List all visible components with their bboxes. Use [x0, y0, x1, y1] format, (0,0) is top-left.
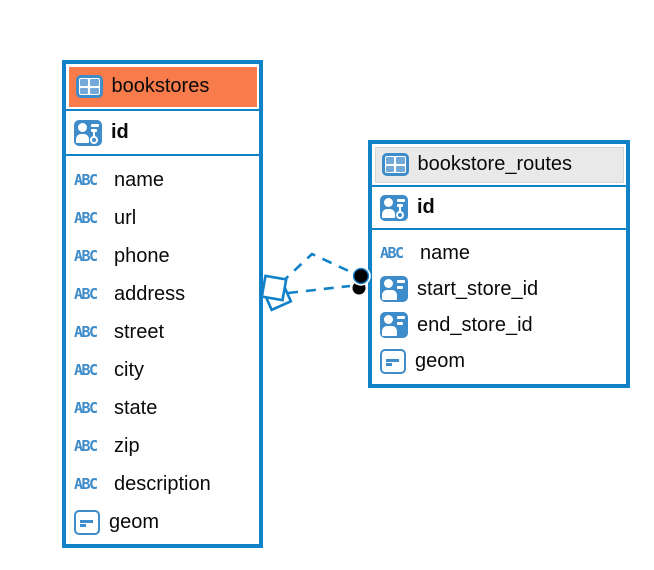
foreign-key-person-icon — [380, 276, 408, 302]
table-header-wrap: bookstores — [66, 64, 259, 111]
table-header-bookstores[interactable]: bookstores — [68, 66, 257, 107]
table-header-bookstore-routes[interactable]: bookstore_routes — [374, 146, 624, 183]
one-dot-marker-front — [352, 267, 370, 285]
column-row-start-store-id[interactable]: start_store_id — [372, 271, 626, 307]
column-row-phone[interactable]: ABC phone — [66, 237, 259, 275]
many-diamond-marker-back — [261, 280, 293, 312]
column-row-zip[interactable]: ABC zip — [66, 427, 259, 465]
primary-key-icon — [380, 194, 408, 221]
primary-key-icon — [74, 119, 102, 146]
column-label: end_store_id — [417, 313, 533, 336]
column-label: id — [417, 196, 435, 218]
text-type-icon: ABC — [380, 244, 404, 262]
column-label: description — [114, 472, 211, 495]
column-label: name — [114, 168, 165, 191]
column-label: geom — [415, 349, 466, 372]
text-type-icon: ABC — [74, 171, 98, 189]
text-type-icon: ABC — [74, 285, 98, 303]
text-type-icon: ABC — [74, 475, 98, 493]
column-label: name — [420, 241, 471, 264]
column-list: ABC name ABC url ABC phone ABC address A… — [66, 156, 259, 547]
column-label: phone — [114, 244, 170, 267]
text-type-icon: ABC — [74, 247, 98, 265]
table-header-wrap: bookstore_routes — [372, 144, 626, 187]
column-list: ABC name start_store_id end_store_id geo… — [372, 230, 626, 385]
many-diamond-marker-front — [260, 274, 288, 302]
column-label: zip — [114, 434, 140, 457]
column-label: geom — [109, 510, 160, 533]
column-row-id[interactable]: id — [66, 111, 259, 156]
column-row-id[interactable]: id — [372, 187, 626, 230]
table-icon — [381, 153, 409, 176]
column-row-state[interactable]: ABC state — [66, 389, 259, 427]
text-type-icon: ABC — [74, 209, 98, 227]
table-title: bookstore_routes — [417, 153, 573, 175]
table-title: bookstores — [111, 75, 210, 97]
relationship-line-2[interactable] — [287, 284, 351, 295]
column-row-name[interactable]: ABC name — [372, 235, 626, 271]
column-row-description[interactable]: ABC description — [66, 465, 259, 503]
column-row-geom[interactable]: geom — [372, 343, 626, 379]
geometry-type-icon — [380, 348, 406, 374]
column-label: id — [111, 121, 129, 143]
column-label: state — [114, 396, 158, 419]
entity-table-bookstores[interactable]: bookstores id ABC name ABC url ABC phone… — [62, 60, 263, 548]
column-row-url[interactable]: ABC url — [66, 199, 259, 237]
geometry-type-icon — [74, 509, 100, 535]
text-type-icon: ABC — [74, 361, 98, 379]
foreign-key-person-icon — [380, 312, 408, 338]
column-row-name[interactable]: ABC name — [66, 161, 259, 199]
text-type-icon: ABC — [74, 437, 98, 455]
column-label: start_store_id — [417, 277, 539, 300]
column-label: city — [114, 358, 144, 381]
column-label: address — [114, 282, 186, 305]
column-row-street[interactable]: ABC street — [66, 313, 259, 351]
column-row-address[interactable]: ABC address — [66, 275, 259, 313]
column-row-end-store-id[interactable]: end_store_id — [372, 307, 626, 343]
column-row-city[interactable]: ABC city — [66, 351, 259, 389]
column-label: url — [114, 206, 137, 229]
entity-table-bookstore-routes[interactable]: bookstore_routes id ABC name start_store… — [368, 140, 630, 388]
column-label: street — [114, 320, 165, 343]
relationship-line-1[interactable] — [280, 252, 354, 284]
text-type-icon: ABC — [74, 399, 98, 417]
table-icon — [75, 75, 103, 98]
text-type-icon: ABC — [74, 323, 98, 341]
one-dot-marker-back — [352, 281, 366, 295]
column-row-geom[interactable]: geom — [66, 503, 259, 541]
